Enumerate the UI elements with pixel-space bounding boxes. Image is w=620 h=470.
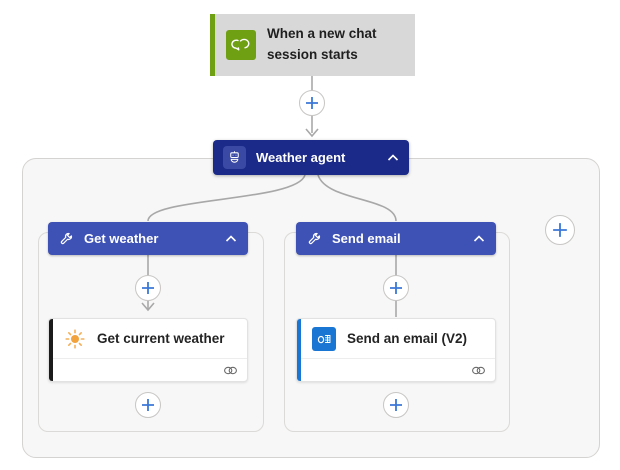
insert-step-button-above-agent[interactable] [299, 90, 325, 116]
robot-icon [223, 146, 246, 169]
add-action-button-get-weather[interactable] [135, 392, 161, 418]
tool-header-label: Get weather [84, 231, 159, 246]
wrench-icon [307, 231, 322, 246]
action-label: Get current weather [97, 331, 225, 346]
chevron-up-icon[interactable] [387, 153, 399, 162]
connection-icon [223, 365, 238, 376]
plus-icon [305, 96, 319, 110]
card-accent-bar [49, 319, 53, 381]
trigger-label: When a new chat session starts [267, 26, 377, 62]
sun-icon [64, 328, 86, 350]
tool-header-label: Send email [332, 231, 401, 246]
chat-icon [226, 30, 256, 60]
insert-step-button-send-email[interactable] [383, 275, 409, 301]
plus-icon [389, 398, 403, 412]
plus-icon [552, 222, 568, 238]
trigger-node-chat-session[interactable]: When a new chat session starts [210, 14, 415, 76]
arrowhead-into-agent [305, 128, 319, 138]
plus-icon [141, 281, 155, 295]
action-card-send-an-email[interactable]: Send an email (V2) [296, 318, 496, 382]
connection-icon [471, 365, 486, 376]
action-label: Send an email (V2) [347, 331, 468, 346]
agent-node-weather-agent[interactable]: Weather agent [213, 140, 409, 175]
wrench-icon [59, 231, 74, 246]
chevron-up-icon[interactable] [225, 234, 237, 243]
tool-header-send-email[interactable]: Send email [296, 222, 496, 255]
plus-icon [389, 281, 403, 295]
tool-header-get-weather[interactable]: Get weather [48, 222, 248, 255]
action-card-get-current-weather[interactable]: Get current weather [48, 318, 248, 382]
outlook-icon [312, 326, 336, 351]
chevron-up-icon[interactable] [473, 234, 485, 243]
insert-step-button-get-weather[interactable] [135, 275, 161, 301]
add-action-button-send-email[interactable] [383, 392, 409, 418]
card-accent-bar [297, 319, 301, 381]
agent-label: Weather agent [256, 150, 346, 165]
add-tool-button[interactable] [545, 215, 575, 245]
plus-icon [141, 398, 155, 412]
